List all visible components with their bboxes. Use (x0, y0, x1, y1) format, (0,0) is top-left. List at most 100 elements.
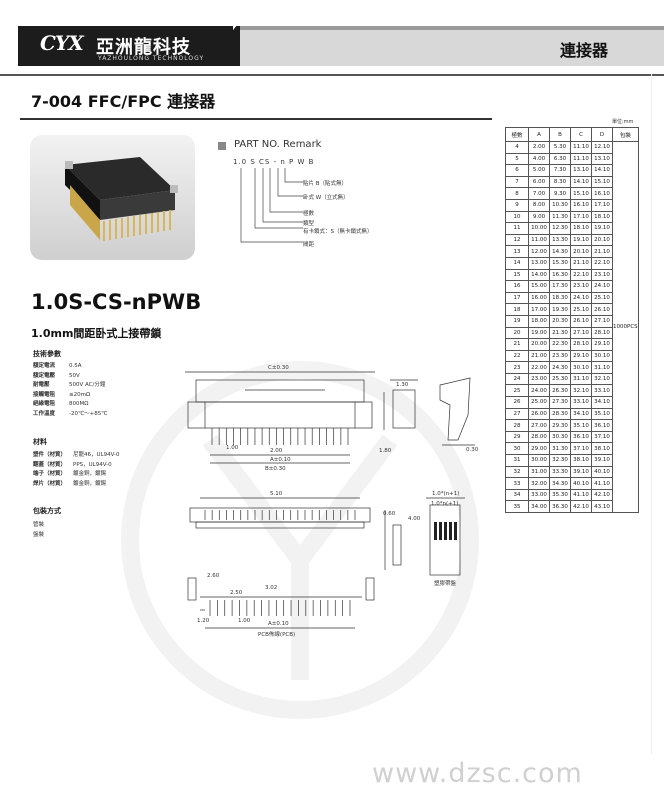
packing-row: 管裝 (33, 522, 45, 528)
section-label: 連接器 (559, 41, 608, 60)
dim-label: 1.20 (197, 618, 210, 624)
col-header: A (528, 127, 550, 142)
table-cell: 42.10 (570, 500, 592, 513)
dim-label: 5.10 (270, 491, 283, 497)
dim-label: A±0.10 (268, 621, 289, 627)
product-subtitle: 1.0mm間距卧式上接帶鎖 (31, 327, 162, 340)
col-header: 包裝 (612, 127, 639, 142)
table-cell: 15.10 (591, 175, 613, 189)
brand-name-en: YAZHOULONG TECHNOLOGY (98, 55, 205, 62)
table-cell: 11 (505, 222, 529, 235)
page-title: 7-004 FFC/FPC 連接器 (31, 92, 216, 111)
col-header: C (570, 127, 592, 142)
table-cell: 25.10 (591, 291, 613, 305)
table-cell: 13.10 (591, 152, 613, 166)
material-row: 焊片（材質）鍍金銅，鍍錫 (33, 480, 107, 487)
table-cell: 10.30 (549, 198, 571, 212)
materials-heading: 材料 (33, 438, 47, 446)
dim-label: 2.60 (207, 573, 220, 579)
table-cell: 19.10 (591, 222, 613, 235)
dim-label: 1.00 (238, 618, 251, 624)
material-row: 翻蓋（材質）PPS，UL94V-0 (33, 461, 112, 468)
spec-row: 工作溫度-20℃～+85℃ (33, 410, 108, 417)
dim-label: 1.30 (396, 382, 409, 388)
title-rule (20, 118, 492, 120)
table-cell: 16.10 (591, 187, 613, 200)
table-cell: 43.10 (591, 500, 613, 513)
header-divider (0, 74, 664, 76)
part-no-note: 間距 (303, 242, 315, 248)
table-cell: 11.30 (549, 210, 571, 224)
part-no-note: 有卡鎖式：S（無卡鎖式無） (303, 229, 373, 235)
spec-row: 接觸電阻≤20mΩ (33, 391, 91, 398)
connector-image (65, 157, 178, 241)
brand-name-cn: 亞洲龍科技 (96, 37, 191, 58)
table-cell: 41.10 (591, 477, 613, 490)
header-brand-bar (18, 26, 233, 66)
table-cell: 20.10 (591, 233, 613, 247)
table-cell: 12.10 (591, 141, 613, 154)
table-cell: 36.30 (549, 500, 571, 513)
package-cell: 1000PCS (612, 141, 639, 513)
packing-row: 盤裝 (33, 531, 45, 538)
dim-label: 2.00 (270, 448, 283, 454)
table-cell: 14.10 (591, 164, 613, 177)
dim-label: 0.60 (383, 511, 396, 517)
dim-label: 1.00 (226, 445, 239, 451)
table-cell: 35 (505, 500, 529, 513)
dim-label: 3.02 (265, 585, 277, 591)
packing-heading: 包裝方式 (33, 507, 61, 515)
dim-label: 4.00 (408, 516, 421, 522)
table-cell: 18.10 (591, 210, 613, 224)
watermark-logo (121, 361, 479, 719)
dim-label: 2.50 (230, 590, 243, 596)
table-cell: 4 (505, 141, 529, 154)
dim-label: 0.30 (466, 447, 479, 453)
footer-watermark: www.dzsc.com (372, 758, 583, 789)
part-no-note: 極數 (303, 211, 315, 217)
dim-label: PCB佈線(PCB) (258, 630, 295, 638)
product-name: 1.0S-CS-nPWB (31, 290, 202, 314)
table-cell: 11.10 (570, 141, 592, 154)
tape-caption: 塑膠帶盤 (434, 579, 457, 587)
part-no-note: 類型 (303, 221, 315, 227)
header-section-bar (240, 30, 664, 66)
company-logo: CYX (40, 31, 84, 55)
product-photo (30, 135, 195, 260)
dim-label: 1.0*n(+1) (431, 501, 458, 507)
page-edge (651, 74, 652, 754)
material-row: 塑件（材質）尼龍46，UL94V-0 (33, 452, 120, 458)
dim-label: A±0.10 (270, 457, 291, 463)
dim-label: 1.80 (379, 448, 392, 454)
table-cell: 12 (505, 233, 529, 247)
part-no-note: 貼片 B（貼式無） (303, 181, 348, 187)
table-cell: 17.10 (591, 198, 613, 212)
logo-text: CYX (40, 31, 84, 55)
